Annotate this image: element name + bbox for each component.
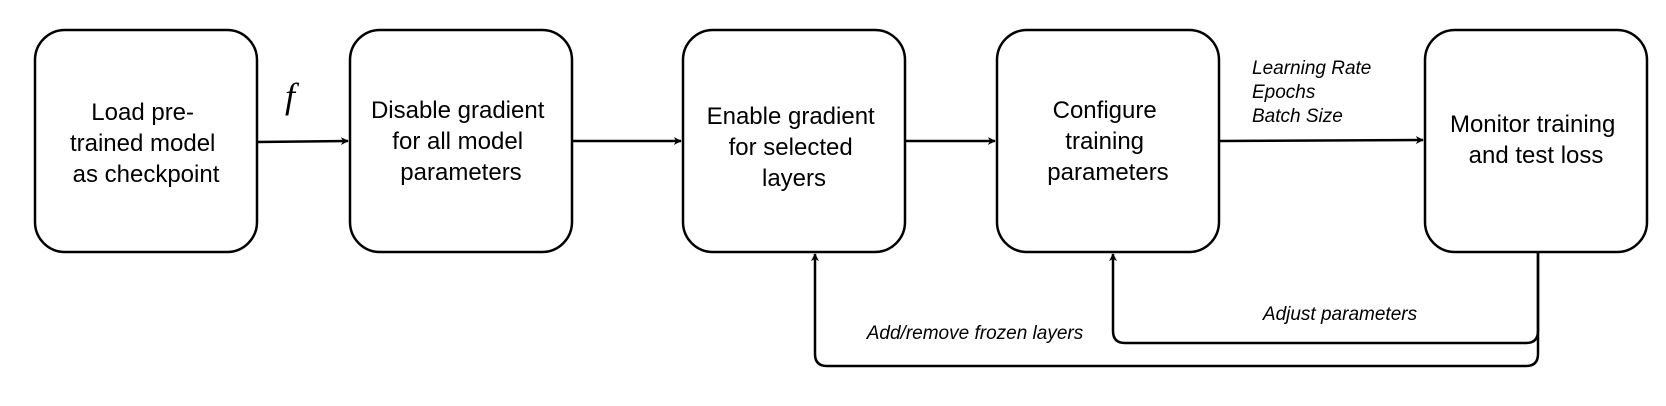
node-monitor-label: Monitor training and test loss (1450, 111, 1622, 169)
node-monitor-box (1423, 28, 1649, 254)
param-learning-rate-label: Learning Rate (1252, 58, 1371, 79)
node-disable-label: Disable gradient for all model parameter… (371, 97, 551, 186)
param-batch-size-label: Batch Size (1252, 106, 1343, 127)
edge-monitor-to-enable (811, 252, 1540, 368)
node-load-label: Load pre- trained model as checkpoint (70, 99, 222, 188)
node-configure-label: Configure training parameters (1047, 97, 1168, 186)
adjust-parameters-label: Adjust parameters (1262, 304, 1418, 325)
edge-configure-to-monitor (1218, 136, 1424, 145)
frozen-layers-label: Add/remove frozen layers (866, 323, 1084, 344)
node-enable-label: Enable gradient for selected layers (707, 103, 882, 192)
edge-load-to-disable (256, 137, 349, 146)
function-f-label: f (285, 76, 300, 116)
param-epochs-label: Epochs (1252, 82, 1316, 103)
edge-monitor-to-configure (1109, 252, 1540, 345)
